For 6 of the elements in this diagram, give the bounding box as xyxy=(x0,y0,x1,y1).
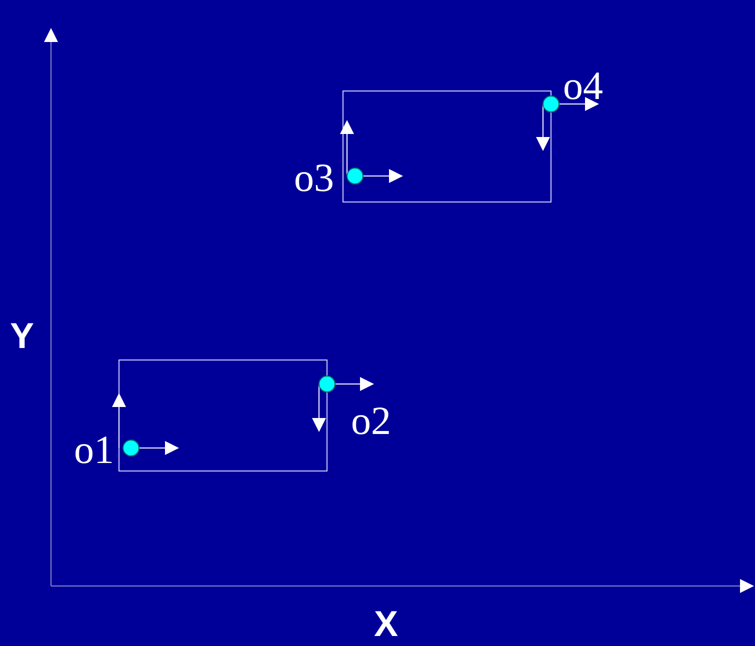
axis-label: Y xyxy=(10,318,34,354)
origin-label: o1 xyxy=(74,430,114,470)
origin-label: o2 xyxy=(351,401,391,441)
axis-label: X xyxy=(374,606,398,642)
origin-label: o4 xyxy=(563,66,603,106)
origin-label: o3 xyxy=(294,158,334,198)
